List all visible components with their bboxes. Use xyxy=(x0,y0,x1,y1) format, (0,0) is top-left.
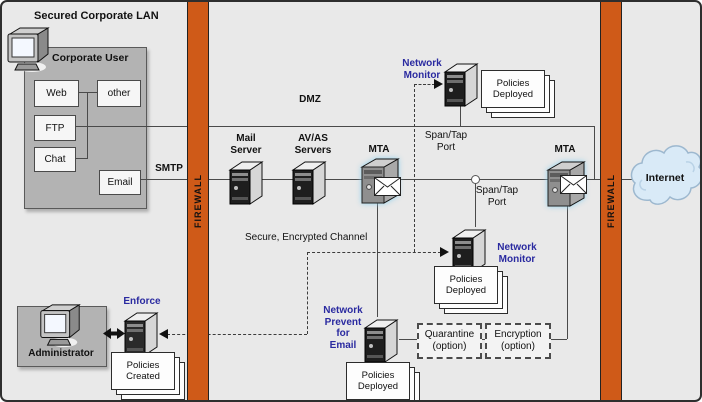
line-protocol-bus xyxy=(87,92,88,159)
firewall-left: FIREWALL xyxy=(187,2,209,400)
internet-cloud-icon xyxy=(626,140,700,219)
mta-right-label: MTA xyxy=(554,144,576,155)
policies-deployed-bottom-label: Policies Deployed xyxy=(346,362,410,400)
policies-deployed-top-stack: Policies Deployed xyxy=(481,70,557,120)
firewall-right: FIREWALL xyxy=(600,2,622,400)
firewall-left-label: FIREWALL xyxy=(193,174,203,228)
smtp-label: SMTP xyxy=(155,163,183,174)
network-monitor-top-server-icon xyxy=(443,60,479,113)
policies-deployed-bottom-stack: Policies Deployed xyxy=(346,362,422,400)
dash-channel-vertical-left xyxy=(307,252,308,334)
dash-to-monitor-top xyxy=(414,84,435,85)
network-monitor-mid-label: Network Monitor xyxy=(497,242,537,265)
mta-left-envelope-icon xyxy=(374,177,401,201)
mail-server-label: Mail Server xyxy=(230,133,262,156)
administrator-monitor-icon xyxy=(35,301,85,354)
administrator-label: Administrator xyxy=(28,348,94,359)
line-mta-to-prevent xyxy=(377,179,378,317)
network-prevent-label: Network Prevent for Email xyxy=(323,305,363,351)
span-tap-mid-label: Span/Tap Port xyxy=(475,185,519,208)
line-monitor-top-tap xyxy=(460,106,461,126)
dash-channel-vertical-right xyxy=(414,84,415,252)
line-bypass-vertical xyxy=(594,126,595,179)
enforce-server-icon xyxy=(123,309,159,362)
line-mta-encryption-vertical xyxy=(567,205,568,339)
policies-deployed-mid-stack: Policies Deployed xyxy=(434,266,510,316)
line-chat xyxy=(74,158,88,159)
policies-deployed-top-label: Policies Deployed xyxy=(481,70,545,108)
policies-created-stack: Policies Created xyxy=(111,352,187,400)
encryption-option-box: Encryption (option) xyxy=(485,323,551,359)
line-monitor-mid-tap xyxy=(475,183,476,227)
dash-to-enforce xyxy=(167,334,307,335)
mail-server-icon xyxy=(228,158,264,211)
avas-servers-label: AV/AS Servers xyxy=(294,133,332,156)
policies-deployed-mid-label: Policies Deployed xyxy=(434,266,498,304)
dash-to-monitor-mid xyxy=(307,252,441,253)
protocol-email: Email xyxy=(99,170,141,195)
admin-enforce-double-arrow-icon xyxy=(103,327,125,345)
protocol-web: Web xyxy=(34,80,79,107)
protocol-ftp: FTP xyxy=(34,115,76,141)
line-mta-encryption-horizontal xyxy=(547,339,567,340)
arrow-into-monitor-top xyxy=(434,79,443,89)
quarantine-option-box: Quarantine (option) xyxy=(417,323,482,359)
protocol-other: other xyxy=(97,80,141,107)
network-prevent-server-icon xyxy=(362,316,400,369)
lan-title: Secured Corporate LAN xyxy=(34,10,159,22)
arrow-into-monitor-mid xyxy=(440,247,449,257)
avas-server-icon xyxy=(291,158,327,211)
protocol-chat: Chat xyxy=(34,147,76,172)
span-tap-connector-dot xyxy=(471,175,480,184)
corporate-user-monitor-icon xyxy=(2,24,54,79)
enforce-label: Enforce xyxy=(123,296,161,307)
dmz-label: DMZ xyxy=(299,94,321,105)
arrow-into-enforce xyxy=(159,329,168,339)
policies-created-label: Policies Created xyxy=(111,352,175,390)
mta-right-envelope-icon xyxy=(560,175,587,199)
firewall-right-label: FIREWALL xyxy=(606,174,616,228)
mta-left-label: MTA xyxy=(368,144,390,155)
corporate-user-label: Corporate User xyxy=(52,52,129,64)
secure-channel-label: Secure, Encrypted Channel xyxy=(245,232,368,243)
line-bypass-horizontal xyxy=(74,126,594,127)
span-tap-top-label: Span/Tap Port xyxy=(424,130,468,153)
internet-label: Internet xyxy=(645,172,685,184)
network-monitor-top-label: Network Monitor xyxy=(402,58,442,81)
line-prevent-quarantine xyxy=(399,339,417,340)
